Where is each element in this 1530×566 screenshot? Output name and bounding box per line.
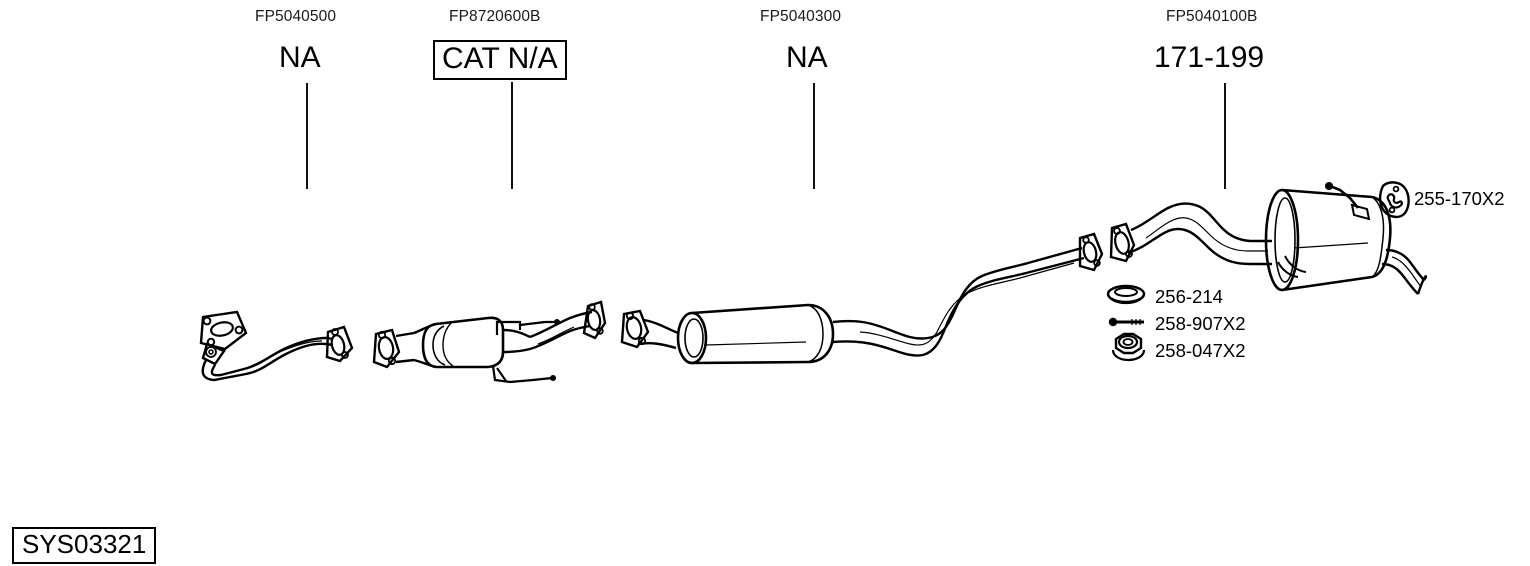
leader-line-rear-muffler bbox=[1224, 83, 1226, 189]
part-number-label-centre-silencer: FP5040300 bbox=[760, 8, 842, 25]
hanger-part-label: 255-170X2 bbox=[1414, 188, 1505, 209]
hardware-label-nut: 258-047X2 bbox=[1155, 340, 1246, 361]
leader-line-centre-silencer bbox=[813, 83, 815, 189]
part-number-label-front-pipe: FP5040500 bbox=[255, 8, 337, 25]
code-catalytic-converter: CAT N/A bbox=[433, 40, 567, 80]
hardware-label-gasket: 256-214 bbox=[1155, 286, 1223, 307]
code-front-pipe: NA bbox=[279, 41, 321, 74]
centre-silencer-drawing bbox=[620, 232, 1104, 365]
part-number-label-catalytic-converter: FP8720600B bbox=[449, 8, 541, 25]
bolt-stud-icon bbox=[1108, 317, 1144, 327]
system-code-badge: SYS03321 bbox=[12, 527, 157, 565]
rubber-hanger-icon bbox=[1378, 181, 1410, 219]
rear-muffler-drawing bbox=[1109, 182, 1428, 295]
hardware-label-bolt: 258-907X2 bbox=[1155, 313, 1246, 334]
code-rear-muffler: 171-199 bbox=[1154, 41, 1265, 74]
leader-line-catalytic-converter bbox=[511, 82, 513, 189]
flange-nut-icon bbox=[1111, 332, 1146, 362]
part-number-label-rear-muffler: FP5040100B bbox=[1166, 8, 1258, 25]
catalytic-converter-drawing bbox=[372, 300, 607, 384]
front-pipe-drawing bbox=[199, 310, 354, 382]
code-centre-silencer: NA bbox=[786, 41, 828, 74]
gasket-ring-icon bbox=[1106, 284, 1146, 305]
leader-line-front-pipe bbox=[306, 83, 308, 189]
